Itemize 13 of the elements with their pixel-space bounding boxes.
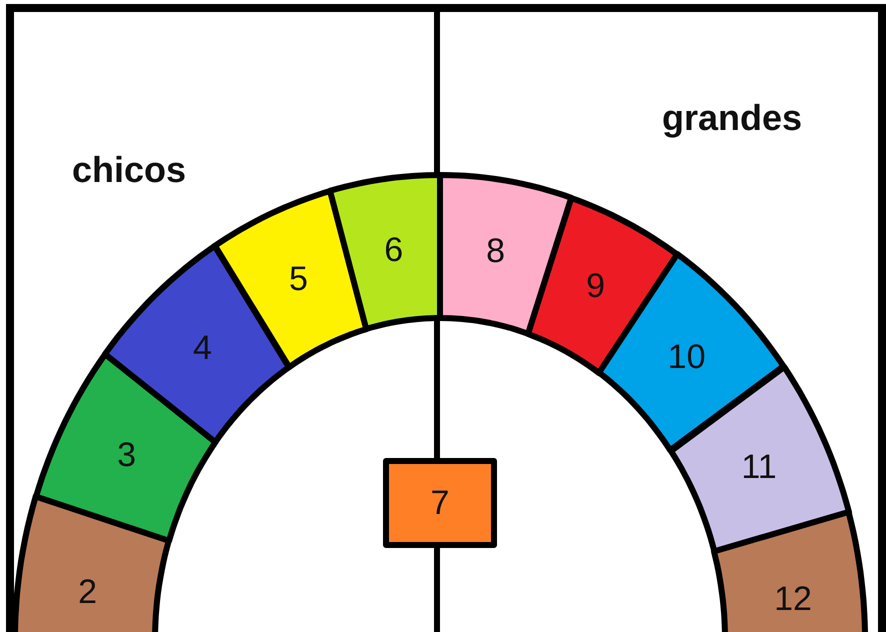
segment-number: 6 (384, 232, 404, 267)
segment-number: 2 (78, 575, 98, 610)
segment-number: 11 (741, 450, 777, 484)
segment-number: 12 (774, 582, 812, 616)
segment-number: 9 (586, 269, 606, 304)
segment-number: 5 (288, 262, 308, 296)
group-label: chicos (72, 152, 186, 188)
segment-number: 10 (668, 340, 706, 374)
segment-number: 4 (193, 330, 212, 365)
group-label: grandes (662, 100, 802, 136)
segment-number: 3 (117, 438, 136, 472)
segment-number: 7 (430, 486, 450, 520)
segment-number: 8 (486, 234, 505, 268)
